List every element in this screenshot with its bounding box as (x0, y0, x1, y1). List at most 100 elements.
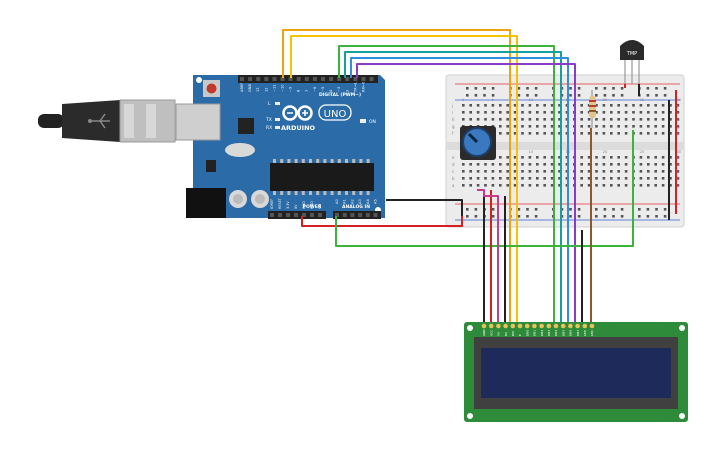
column-number: 20 (603, 98, 608, 102)
lcd-pin[interactable] (481, 323, 487, 329)
lcd-pin-label: DB3 (547, 330, 551, 336)
tx-led-label: TX (265, 117, 272, 123)
row-letter: g (452, 124, 455, 129)
potentiometer[interactable] (460, 126, 496, 160)
power-pin-label: GND (302, 201, 306, 209)
analog-pin-label: A4 (366, 199, 370, 204)
lcd-pin-label: DB4 (554, 330, 558, 336)
reset-button-cap[interactable] (206, 83, 217, 94)
digital-pin-label: 7 (305, 90, 309, 92)
digital-pin-label: 12 (264, 87, 268, 92)
lcd-pin[interactable] (524, 323, 530, 329)
digital-pin-label: ~3 (337, 87, 341, 92)
wire-purple (356, 63, 576, 326)
digital-pin-label: GND (248, 84, 252, 92)
lcd-pin[interactable] (553, 323, 559, 329)
power-pin-label: 5V (294, 204, 298, 209)
power-pin-label: Vin (318, 204, 322, 209)
lcd-pin[interactable] (503, 323, 508, 329)
row-letter: c (452, 169, 454, 174)
usb-icon (88, 113, 110, 129)
digital-pin-label: 4 (329, 89, 333, 92)
row-letter: j (676, 103, 678, 108)
lcd-pin[interactable] (510, 323, 516, 329)
column-number: 1 (462, 98, 464, 102)
lcd-pin-label: V0 (497, 332, 501, 336)
column-number: 25 (640, 150, 645, 154)
analog-header[interactable] (333, 211, 381, 219)
lcd-pin[interactable] (575, 323, 580, 329)
digital-section-label: DIGITAL (PWM~) (319, 92, 361, 98)
lcd-pin[interactable] (539, 323, 544, 329)
arduino-model-label: UNO (324, 109, 347, 120)
digital-pin-label: ~9 (289, 86, 293, 92)
digital-pin-label: AREF (240, 83, 244, 92)
wire-blue (350, 57, 569, 326)
row-letter: b (677, 176, 680, 181)
lcd-pin[interactable] (546, 323, 552, 329)
wire-lcd-v0 (477, 189, 499, 326)
row-letter: d (452, 162, 455, 167)
lcd-pin-label: DB0 (525, 330, 529, 336)
lcd-pin[interactable] (496, 323, 501, 329)
analog-section-label: ANALOG IN (342, 204, 370, 210)
row-letter: j (451, 103, 453, 108)
arduino-uno-board[interactable]: ARDUINO UNO DIGITAL (PWM~) POWER ANALOG … (175, 75, 385, 219)
power-pin-label: GND (310, 201, 314, 209)
lcd-pin-label: E (518, 334, 522, 336)
analog-pin-label: A5 (374, 199, 378, 204)
digital-pin-label: ~6 (313, 86, 317, 92)
potentiometer-knob[interactable] (467, 132, 479, 144)
wire-orange (282, 29, 511, 326)
wire-red-5v (301, 207, 463, 227)
row-letter: c (677, 169, 679, 174)
column-number: 20 (603, 150, 608, 154)
lcd-pin[interactable] (517, 323, 523, 329)
row-letter: a (677, 183, 680, 188)
usb-cable (38, 99, 198, 143)
l-led (275, 102, 280, 105)
lcd-pin[interactable] (560, 323, 566, 329)
row-letter: e (677, 155, 680, 160)
row-letter: h (677, 117, 680, 122)
column-number: 30 (677, 150, 682, 154)
row-letter: e (452, 155, 455, 160)
digital-pin-label: ~11 (272, 84, 276, 92)
lcd-pin-label: LED (590, 329, 594, 336)
analog-pin-label: A3 (358, 199, 362, 204)
usb-jack (175, 103, 221, 141)
row-letter: g (677, 124, 680, 129)
digital-pin-label: 2 (345, 90, 349, 92)
lcd-pin[interactable] (589, 323, 595, 329)
lcd-pin-label: DB5 (561, 330, 565, 336)
row-letter: i (677, 110, 678, 115)
row-letter: f (452, 131, 454, 136)
lcd-pin[interactable] (568, 323, 573, 329)
power-jack (186, 188, 226, 218)
digital-pin-label: ~5 (321, 87, 325, 92)
row-letter: i (452, 110, 453, 115)
rx-led-label: RX (266, 125, 272, 131)
analog-pin-label: A0 (335, 199, 339, 204)
atmega-chip (270, 163, 374, 191)
row-letter: h (452, 117, 455, 122)
lcd-pin-label: RS (504, 332, 508, 336)
lcd-pin-label: VCC (489, 330, 493, 336)
analog-pin-label: A2 (350, 199, 354, 204)
lcd-pin[interactable] (488, 323, 494, 329)
row-letter: a (452, 183, 455, 188)
tmp-temperature-sensor[interactable]: TMP (620, 40, 644, 84)
digital-pin-label: TX→1 (353, 82, 357, 93)
digital-pin-label: 8 (297, 89, 301, 92)
lcd-pin-label: GND (482, 328, 486, 336)
arduino-brand-label: ARDUINO (281, 124, 316, 132)
lcd-pin[interactable] (582, 323, 588, 329)
column-number: 30 (677, 98, 682, 102)
wire-yellow (290, 35, 518, 326)
wire-black-gnd (386, 199, 463, 216)
wire-green (338, 45, 555, 326)
power-pin-label: IOREF (270, 199, 274, 209)
lcd-pin[interactable] (532, 323, 537, 329)
